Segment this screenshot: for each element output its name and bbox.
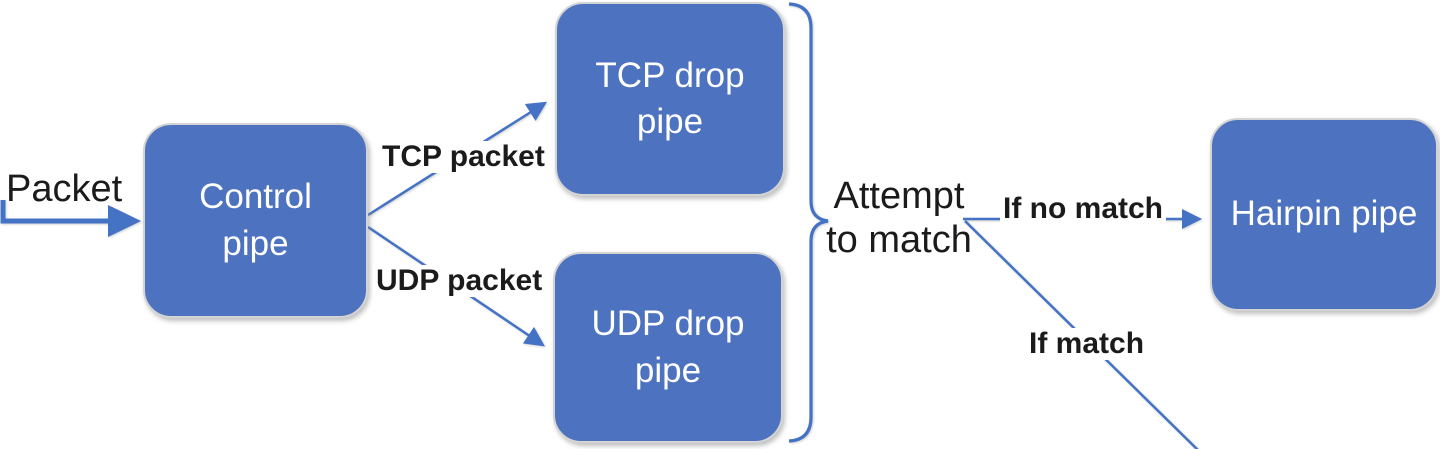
node-hairpin-pipe-label: Hairpin pipe [1230, 194, 1418, 234]
node-tcp-drop-pipe-label: TCP drop pipe [595, 55, 745, 141]
packet-arrowhead [108, 205, 141, 237]
udp-packet-edge-label: UDP packet [373, 265, 546, 297]
tcp-packet-edge-label: TCP packet [379, 141, 548, 173]
group-brace [788, 2, 829, 443]
attempt-to-match-annotation: Attempt to match [826, 175, 972, 261]
node-hairpin-pipe: Hairpin pipe [1210, 118, 1438, 311]
packet-edge-label: Packet [6, 168, 123, 210]
if-no-match-edge-label: If no match [1000, 193, 1167, 225]
packet-arrow [0, 200, 108, 224]
node-tcp-drop-pipe: TCP drop pipe [555, 2, 785, 196]
if-match-edge-label: If match [1026, 328, 1148, 360]
node-udp-drop-pipe-label: UDP drop pipe [591, 304, 745, 390]
node-control-pipe: Control pipe [143, 123, 368, 318]
node-control-pipe-label: Control pipe [199, 177, 312, 263]
node-udp-drop-pipe: UDP drop pipe [553, 252, 783, 443]
